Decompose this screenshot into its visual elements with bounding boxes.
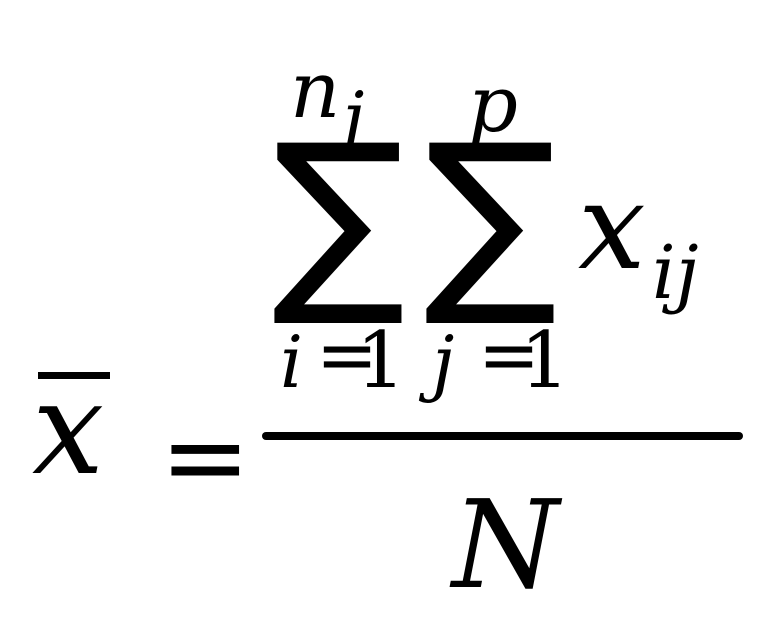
mean-variable: x [32, 355, 105, 504]
summation-outer-lower-value: 1 [356, 316, 406, 406]
summed-term: x [578, 158, 646, 297]
summation-inner-upper-limit: p [468, 60, 518, 150]
summation-outer-upper-subscript: j [342, 76, 365, 160]
summation-symbol-outer: ∑ [272, 101, 406, 332]
overline-bar [38, 372, 110, 379]
summation-inner-lower-index: j [432, 320, 455, 404]
fraction-bar [262, 432, 743, 440]
summation-inner-lower-value: 1 [520, 316, 570, 406]
summation-outer-lower-equals: = [316, 312, 379, 398]
summation-outer-lower-index: i [280, 320, 304, 404]
summed-term-subscript: ij [652, 230, 699, 316]
summation-outer-upper-limit: n [290, 46, 341, 136]
equals-sign: = [160, 395, 251, 520]
summation-inner-lower-equals: = [478, 312, 541, 398]
summation-symbol-inner: ∑ [424, 101, 558, 332]
denominator: N [452, 474, 559, 616]
